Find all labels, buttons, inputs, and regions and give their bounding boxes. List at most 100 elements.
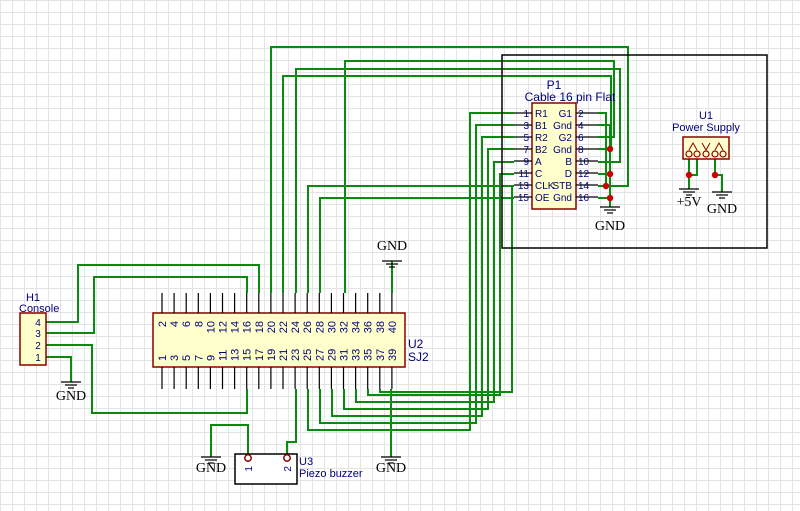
p1-left-pin-name: R2 xyxy=(535,133,548,144)
u3-terminal xyxy=(283,454,291,462)
p1-body xyxy=(531,102,577,210)
p1-right-pin-number: 8 xyxy=(578,145,584,156)
wire-p1-15 xyxy=(319,197,514,293)
u2-top-pin-number: 38 xyxy=(375,321,387,333)
u2-bottom-pin-number: 3 xyxy=(169,355,181,361)
u2-body xyxy=(152,312,406,368)
gnd-label-buzzer: GND xyxy=(196,461,226,476)
gnd-label-p1: GND xyxy=(595,219,625,234)
junction-dot xyxy=(606,170,614,178)
p1-frame xyxy=(501,54,768,249)
wire-p1-9 xyxy=(355,161,514,403)
u2-bottom-pin-number: 31 xyxy=(339,349,351,361)
u2-bottom-pin-number: 19 xyxy=(266,349,278,361)
u1-terminal xyxy=(719,150,727,158)
u2-top-pin-number: 30 xyxy=(326,321,338,333)
u2-top-pin-number: 26 xyxy=(302,321,314,333)
wire-p1-gnd-bus xyxy=(598,124,611,207)
wire-console-3 xyxy=(46,276,248,334)
u2-bottom-pin-number: 29 xyxy=(326,349,338,361)
u2-top-pin-number: 12 xyxy=(218,321,230,333)
gnd-label-u1: GND xyxy=(707,202,737,217)
p1-right-pin-name: Gnd xyxy=(553,145,572,156)
p1-right-pin-number: 2 xyxy=(578,109,584,120)
u2-top-pin-number: 14 xyxy=(230,321,242,333)
p1-name: Cable 16 pin Flat xyxy=(525,90,616,104)
u2-top-pin-number: 34 xyxy=(351,321,363,333)
h1-pin-number: 3 xyxy=(35,329,41,340)
p1-left-pin-name: B2 xyxy=(535,145,548,156)
u2-bottom-pin-number: 15 xyxy=(242,349,254,361)
u2-bottom-pin-number: 33 xyxy=(351,349,363,361)
u1-name: Power Supply xyxy=(672,122,740,134)
u2-top-pin-number: 36 xyxy=(363,321,375,333)
u2-top-pin-number: 22 xyxy=(278,321,290,333)
u2-bottom-pin-number: 7 xyxy=(193,355,205,361)
p1-right-pin-name: Gnd xyxy=(553,121,572,132)
wire-p1-11 xyxy=(367,173,514,396)
p1-right-pin-name: Gnd xyxy=(553,193,572,204)
wire-p1-3 xyxy=(319,124,514,424)
p1-left-pin-number: 1 xyxy=(523,109,529,120)
junction-dot xyxy=(711,171,719,179)
p1-right-pin-name: G2 xyxy=(559,133,573,144)
u1-terminal-marks xyxy=(688,141,724,152)
wire-buzzer-2 xyxy=(286,389,297,454)
u2-bottom-pin-number: 1 xyxy=(157,355,169,361)
wire-p1-6 xyxy=(344,60,615,293)
u2-top-pin-number: 28 xyxy=(314,321,326,333)
u3-pin-number: 2 xyxy=(283,466,294,472)
wire-p1-13 xyxy=(379,186,513,393)
u3-pin-number: 1 xyxy=(244,466,255,472)
p1-ref: P1 xyxy=(547,78,562,92)
p1-left-pin-number: 5 xyxy=(523,133,529,144)
p1-left-pin-name: C xyxy=(535,169,542,180)
p1-right-pin-number: 12 xyxy=(578,169,590,180)
u2-top-pin-number: 4 xyxy=(169,321,181,327)
p1-left-pin-name: B1 xyxy=(535,121,548,132)
wire-p1-14 xyxy=(270,46,629,293)
h1-pin-number: 1 xyxy=(35,353,41,364)
u2-top-pin-number: 16 xyxy=(242,321,254,333)
u1-5v-label: +5V xyxy=(676,195,701,210)
p1-left-pin-number: 7 xyxy=(523,145,529,156)
u2-bottom-pin-number: 25 xyxy=(302,349,314,361)
wires xyxy=(46,46,723,457)
u2-top-pin-number: 40 xyxy=(387,321,399,333)
junction-dot xyxy=(606,145,614,153)
junction-dot xyxy=(606,194,614,202)
junction-dot xyxy=(685,171,693,179)
u1-terminal xyxy=(711,150,719,158)
p1-right-pin-name: B xyxy=(565,157,572,168)
p1-right-pin-number: 6 xyxy=(578,133,584,144)
p1-right-pin-number: 10 xyxy=(578,157,590,168)
junction-dot xyxy=(602,182,610,190)
u2-bottom-pin-number: 5 xyxy=(181,355,193,361)
u1-ref: U1 xyxy=(699,110,713,122)
u1-terminal xyxy=(693,150,701,158)
u2-top-pin-number: 2 xyxy=(157,321,169,327)
wire-buzzer-1-gnd xyxy=(210,424,249,457)
wire-p1-13b xyxy=(307,185,514,293)
u2-bottom-pin-number: 13 xyxy=(230,349,242,361)
p1-right-pin-name: STB xyxy=(553,181,573,192)
u3-ref: U3 xyxy=(299,456,313,468)
wire-p1-10 xyxy=(295,68,621,293)
p1-left-pin-name: CLK xyxy=(535,181,555,192)
p1-left-pin-number: 13 xyxy=(518,181,530,192)
gnd-label-u2-bottom: GND xyxy=(376,461,406,476)
h1-name: Console xyxy=(19,303,59,315)
wire-p1-1 xyxy=(307,112,514,431)
p1-right-pin-number: 14 xyxy=(578,181,590,192)
p1-left-pin-number: 9 xyxy=(523,157,529,168)
p1-left-pin-name: OE xyxy=(535,193,550,204)
u2-bottom-pin-number: 39 xyxy=(387,349,399,361)
wire-p1-5 xyxy=(331,136,514,417)
p1-left-pin-name: R1 xyxy=(535,109,548,120)
h1-ref: H1 xyxy=(26,292,40,304)
u2-bottom-pin-number: 11 xyxy=(218,350,230,361)
p1-left-pin-number: 15 xyxy=(518,193,530,204)
